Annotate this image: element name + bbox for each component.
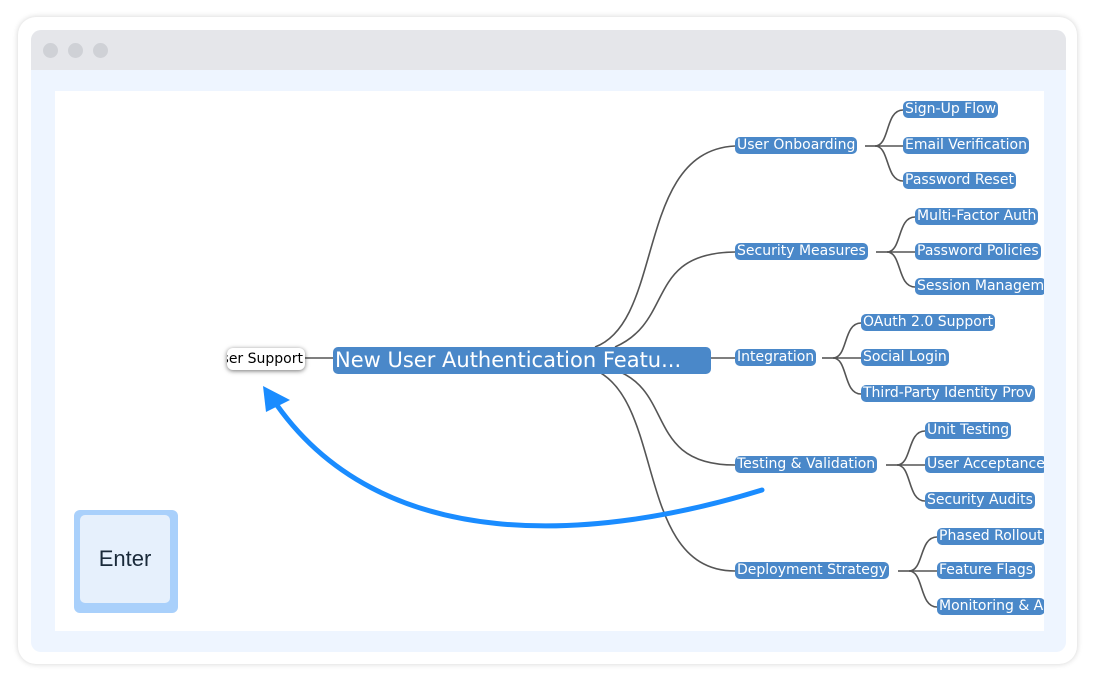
window-close-dot[interactable] [43,43,58,58]
leaf-user-acceptance[interactable]: User Acceptance [925,456,1044,473]
window-titlebar [31,30,1066,70]
leaf-password-policies[interactable]: Password Policies [915,243,1041,260]
leaf-unit-testing[interactable]: Unit Testing [925,422,1012,439]
leaf-social-login[interactable]: Social Login [861,349,949,366]
leaf-multi-factor-auth[interactable]: Multi-Factor Auth [915,208,1039,225]
branch-testing-validation[interactable]: Testing & Validation [735,456,878,473]
leaf-email-verification[interactable]: Email Verification [903,137,1029,154]
leaf-sign-up-flow[interactable]: Sign-Up Flow [903,101,999,118]
window-minimize-dot[interactable] [68,43,83,58]
enter-key-label: Enter [80,515,170,603]
leaf-phased-rollout[interactable]: Phased Rollout [937,528,1044,545]
enter-key-indicator: Enter [74,510,178,613]
branch-integration[interactable]: Integration [735,349,817,366]
leaf-third-party-identity[interactable]: Third-Party Identity Prov [861,385,1035,402]
leaf-security-audits[interactable]: Security Audits [925,492,1035,509]
leaf-oauth-support[interactable]: OAuth 2.0 Support [861,314,996,331]
editing-node-text: User Support [227,351,303,367]
leaf-monitoring[interactable]: Monitoring & A [937,598,1044,615]
root-node[interactable]: New User Authentication Featu... [333,347,711,374]
window-maximize-dot[interactable] [93,43,108,58]
leaf-feature-flags[interactable]: Feature Flags [937,562,1036,579]
editing-node-input[interactable]: User Support [227,348,305,370]
leaf-password-reset[interactable]: Password Reset [903,172,1016,189]
mindmap-canvas[interactable]: User Support New User Authentication Fea… [55,91,1044,631]
branch-deployment-strategy[interactable]: Deployment Strategy [735,562,890,579]
branch-user-onboarding[interactable]: User Onboarding [735,137,858,154]
connector-lines [305,109,938,608]
leaf-session-management[interactable]: Session Managem [915,278,1044,295]
branch-security-measures[interactable]: Security Measures [735,243,868,260]
